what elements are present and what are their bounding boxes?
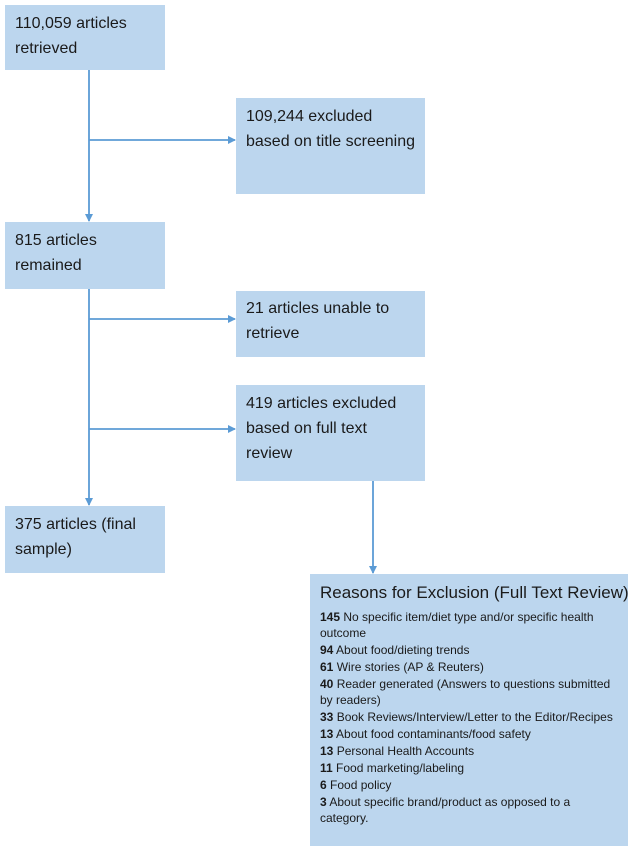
reason-count: 3 [320,795,327,809]
reason-count: 40 [320,677,334,691]
reason-text: Personal Health Accounts [336,744,475,758]
final-sample-text: 375 articles (final sample) [15,516,136,558]
unable-to-retrieve-box: 21 articles unable to retrieve [236,291,425,357]
reason-count: 61 [320,660,334,674]
full-text-excluded-text: 419 articles excluded based on full text… [246,395,397,462]
reason-text: No specific item/diet type and/or specif… [320,610,594,640]
reason-text: Food policy [330,778,392,792]
reason-item: 11 Food marketing/labeling [320,760,620,776]
reason-text: About specific brand/product as opposed … [320,795,571,825]
final-sample-box: 375 articles (final sample) [5,506,165,573]
reason-text: Book Reviews/Interview/Letter to the Edi… [336,710,613,724]
exclusion-reasons-title: Reasons for Exclusion (Full Text Review) [320,583,629,602]
unable-to-retrieve-text: 21 articles unable to retrieve [246,300,390,342]
reason-count: 145 [320,610,341,624]
reason-text: About food contaminants/food safety [336,727,531,741]
reason-item: 40 Reader generated (Answers to question… [320,676,620,708]
articles-remained-text: 815 articles remained [15,232,97,274]
reason-text: About food/dieting trends [336,643,470,657]
articles-retrieved-box: 110,059 articles retrieved [5,5,165,70]
exclusion-reasons-box: Reasons for Exclusion (Full Text Review)… [310,574,629,846]
full-text-excluded-box: 419 articles excluded based on full text… [236,385,425,481]
reason-item: 6 Food policy [320,777,620,793]
reason-text: Food marketing/labeling [336,761,465,775]
reason-item: 145 No specific item/diet type and/or sp… [320,609,620,641]
reason-item: 94 About food/dieting trends [320,642,620,658]
reason-item: 3 About specific brand/product as oppose… [320,794,620,826]
reason-count: 6 [320,778,327,792]
reason-count: 11 [320,761,333,775]
reason-count: 94 [320,643,334,657]
reason-text: Reader generated (Answers to questions s… [320,677,611,707]
reason-count: 13 [320,744,334,758]
title-screening-excluded-box: 109,244 excluded based on title screenin… [236,98,425,194]
reason-item: 33 Book Reviews/Interview/Letter to the … [320,709,620,725]
reason-count: 33 [320,710,334,724]
reason-item: 13 Personal Health Accounts [320,743,620,759]
title-screening-excluded-text: 109,244 excluded based on title screenin… [246,108,415,150]
articles-retrieved-text: 110,059 articles retrieved [15,15,127,57]
reason-text: Wire stories (AP & Reuters) [336,660,484,674]
reason-count: 13 [320,727,334,741]
reason-item: 13 About food contaminants/food safety [320,726,620,742]
reason-item: 61 Wire stories (AP & Reuters) [320,659,620,675]
articles-remained-box: 815 articles remained [5,222,165,289]
